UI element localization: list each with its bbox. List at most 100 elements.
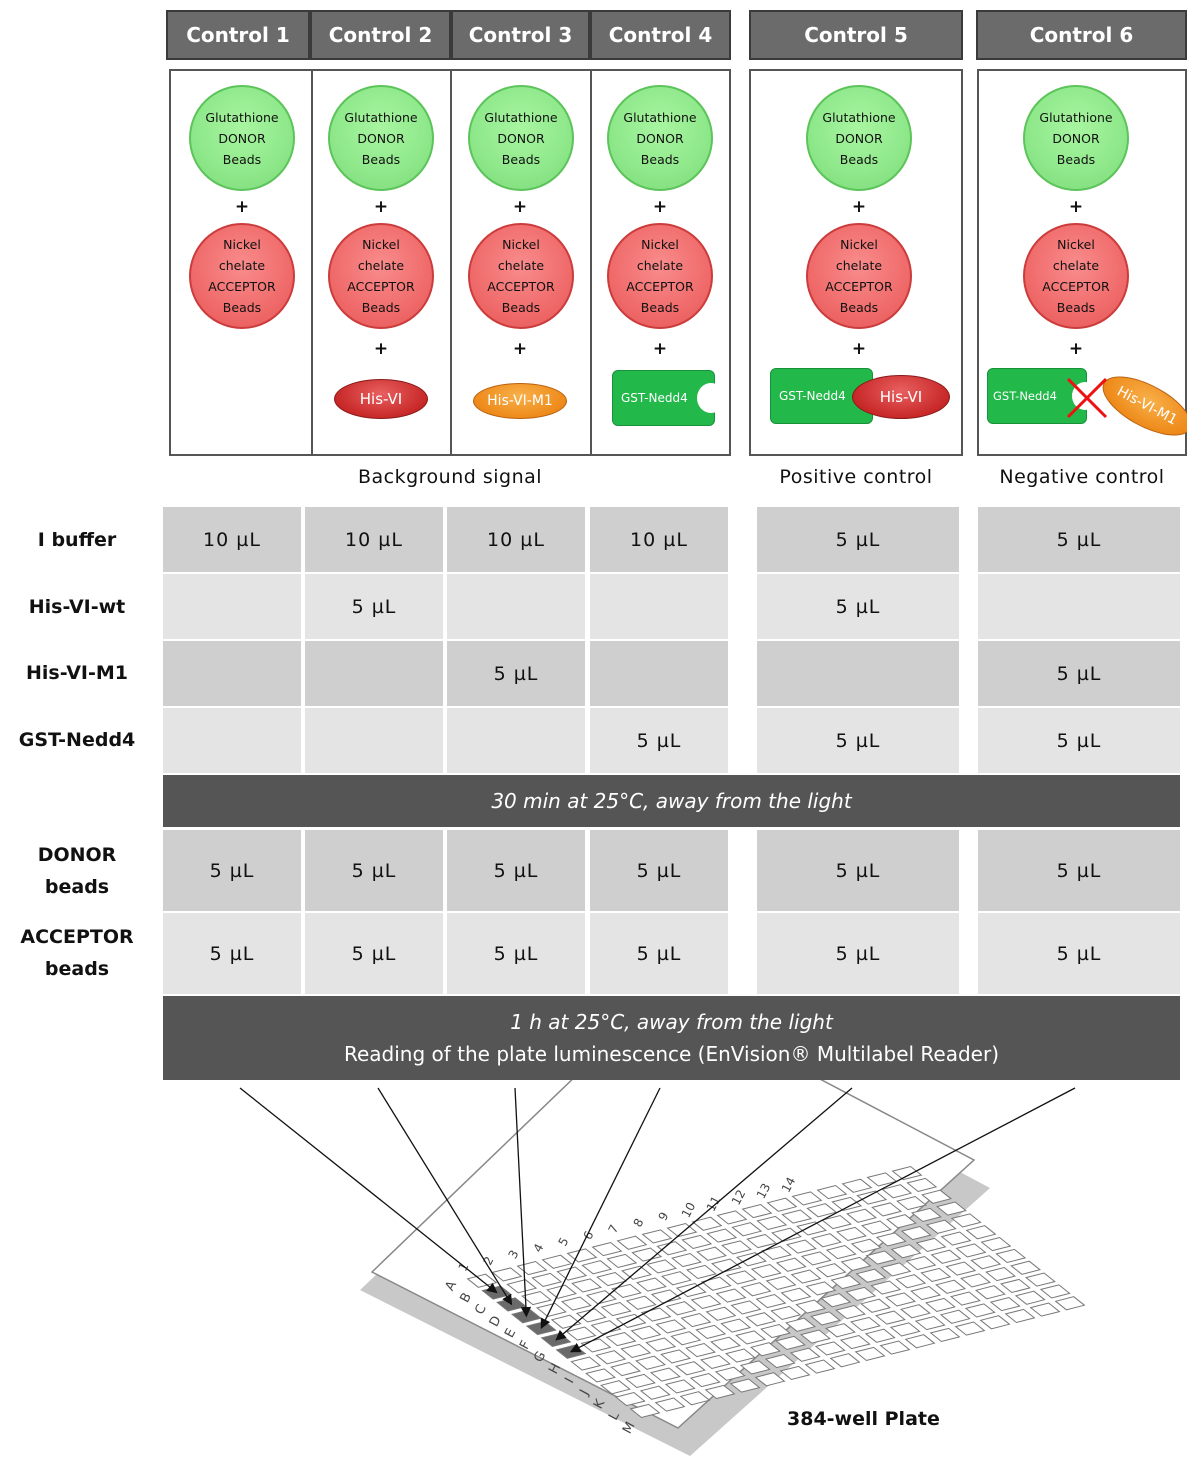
plate-well xyxy=(885,1292,916,1307)
plate-well xyxy=(779,1365,811,1381)
plate-well xyxy=(910,1285,941,1301)
table-cell-donor-3: 5 µL xyxy=(447,830,585,911)
control-5-header: Control 5 xyxy=(749,10,963,60)
plate-well xyxy=(964,1303,996,1318)
plate-well xyxy=(886,1214,917,1229)
plate-well xyxy=(860,1298,891,1313)
table-cell-his-wt-3 xyxy=(447,574,585,639)
plate-column-label: 14 xyxy=(779,1175,799,1195)
plate-well xyxy=(740,1282,772,1297)
plate-well xyxy=(745,1312,777,1327)
plate-well xyxy=(625,1295,657,1310)
table-cell-gst-5: 5 µL xyxy=(757,708,959,773)
plus-sign: + xyxy=(512,197,528,217)
plate-well xyxy=(625,1373,656,1389)
plate-well xyxy=(775,1335,806,1351)
plate-well xyxy=(729,1378,761,1393)
plate-well xyxy=(1029,1302,1061,1317)
his-vi-protein: His-VI xyxy=(334,379,428,419)
plate-well xyxy=(571,1278,602,1293)
plate-well xyxy=(925,1297,956,1313)
plate-well xyxy=(791,1191,823,1206)
plate-well xyxy=(781,1209,813,1224)
plate-well xyxy=(786,1239,817,1254)
plate-well xyxy=(935,1279,966,1294)
plate-well xyxy=(646,1259,677,1274)
plate-well xyxy=(754,1372,786,1387)
plate-well xyxy=(700,1354,731,1370)
control-4-header: Control 4 xyxy=(590,10,731,60)
table-cell-buffer-3: 10 µL xyxy=(447,507,585,572)
plate-well xyxy=(904,1334,936,1349)
plus-sign: + xyxy=(512,339,528,359)
plus-sign: + xyxy=(652,197,668,217)
plate-well xyxy=(710,1336,741,1351)
transfer-arrow xyxy=(540,1087,661,1330)
plate-well xyxy=(711,1258,742,1273)
plate-well xyxy=(804,1359,836,1374)
plate-well xyxy=(929,1327,961,1343)
plate-well xyxy=(890,1244,922,1259)
plate-well xyxy=(914,1315,946,1331)
plate-well xyxy=(875,1310,906,1325)
plate-well xyxy=(755,1293,787,1309)
plate-well xyxy=(715,1288,747,1303)
plate-well xyxy=(731,1222,763,1237)
transfer-arrow xyxy=(555,1087,853,1341)
plate-well xyxy=(631,1247,663,1262)
plate-well xyxy=(875,1232,907,1247)
plate-wells xyxy=(466,1165,1086,1419)
plate-well xyxy=(636,1277,667,1292)
plate-well xyxy=(689,1372,721,1388)
plate-well xyxy=(915,1237,947,1253)
plate-well xyxy=(814,1341,846,1356)
plate-well xyxy=(995,1248,1027,1264)
plate-well xyxy=(965,1225,997,1240)
plate-well xyxy=(879,1340,911,1355)
table-cell-his-wt-4 xyxy=(590,574,728,639)
plate-well xyxy=(796,1221,827,1236)
plate-well xyxy=(989,1296,1021,1312)
plate-well xyxy=(900,1225,932,1241)
panel-divider xyxy=(590,69,592,456)
table-cell-buffer-4: 10 µL xyxy=(590,507,728,572)
plate-well xyxy=(831,1196,863,1212)
table-cell-donor-2: 5 µL xyxy=(305,830,443,911)
plate-well xyxy=(835,1304,866,1320)
table-cell-gst-2 xyxy=(305,708,443,773)
plate-well xyxy=(980,1236,1012,1252)
positive-control-label: Positive control xyxy=(779,466,933,488)
plate-column-label: 12 xyxy=(729,1187,749,1207)
plate-well xyxy=(660,1349,691,1364)
plate-well xyxy=(695,1324,727,1340)
transfer-arrow xyxy=(514,1087,532,1318)
plate-well xyxy=(621,1265,652,1280)
plate-well xyxy=(836,1226,867,1242)
plate-well xyxy=(936,1201,967,1216)
plate-well xyxy=(614,1391,646,1407)
plate-well xyxy=(970,1255,1002,1270)
plate-well xyxy=(756,1215,788,1231)
transfer-arrow xyxy=(569,1087,1076,1353)
row-label-his-vi-wt: His-VI-wt xyxy=(28,596,126,618)
plate-well xyxy=(820,1293,852,1308)
plate-well xyxy=(911,1207,942,1223)
plate-well xyxy=(955,1243,987,1258)
plate-well xyxy=(635,1355,666,1370)
plate-well xyxy=(871,1202,902,1217)
incubation-step-2-time: 1 h at 25°C, away from the light xyxy=(510,1010,833,1034)
plate-well xyxy=(629,1403,661,1419)
plate-well xyxy=(686,1264,717,1280)
plate-well xyxy=(716,1210,748,1225)
plate-well xyxy=(696,1246,727,1261)
plate-well xyxy=(1004,1308,1036,1324)
control-1-header: Control 1 xyxy=(166,10,310,60)
table-cell-his-wt-5: 5 µL xyxy=(757,574,959,639)
plate-column-label: 13 xyxy=(754,1181,774,1201)
plate-well xyxy=(846,1208,877,1223)
plate-well xyxy=(939,1309,971,1324)
plate-well xyxy=(546,1284,577,1299)
